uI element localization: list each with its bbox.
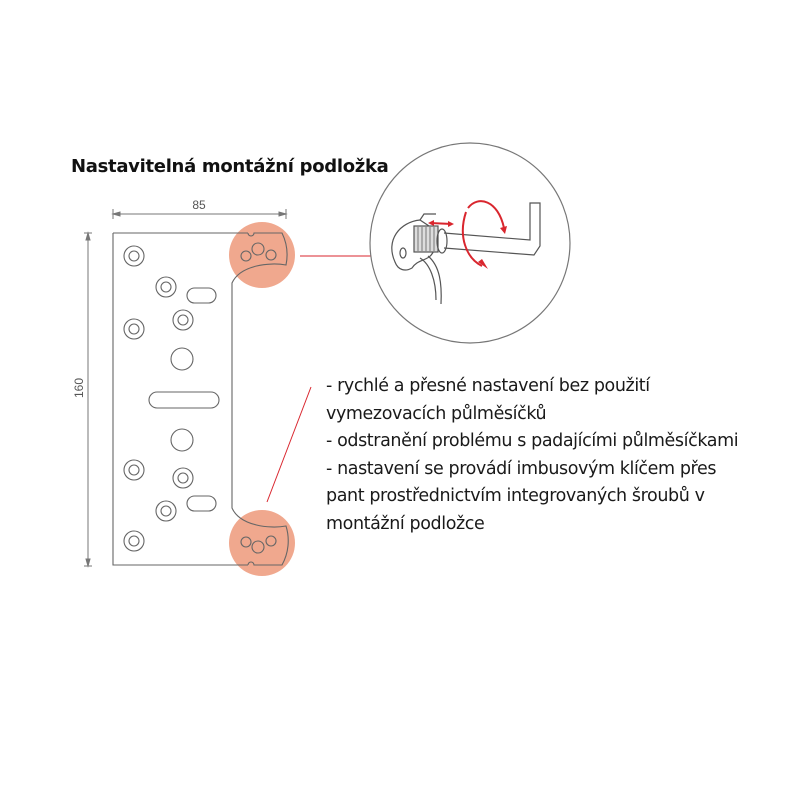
feature-line: vymezovacích půlměsíčků [326, 403, 547, 424]
page-title: Nastavitelná montážní podložka [71, 156, 389, 177]
feature-line: - odstranění problému s padajícími půlmě… [326, 431, 739, 451]
plate-holes [123, 242, 277, 554]
width-dimension [111, 209, 288, 219]
height-label: 160 [72, 378, 86, 398]
adjust-arrows-icon [428, 200, 507, 269]
hinge-with-allen-key-icon [391, 202, 541, 305]
width-label: 85 [192, 198, 206, 212]
feature-line: - nastavení se provádí imbusovým klíčem … [326, 458, 717, 479]
feature-line: montážní podložce [326, 513, 485, 534]
plate-outline [112, 232, 289, 566]
detail-zoom-circle [369, 142, 571, 344]
feature-list: - rychlé a přesné nastavení bez použití … [326, 373, 739, 538]
feature-line: - rychlé a přesné nastavení bez použití [326, 376, 650, 396]
height-dimension [84, 231, 92, 568]
feature-line: pant prostřednictvím integrovaných šroub… [326, 486, 705, 506]
leader-lines [266, 255, 374, 503]
top-highlight [229, 222, 295, 288]
